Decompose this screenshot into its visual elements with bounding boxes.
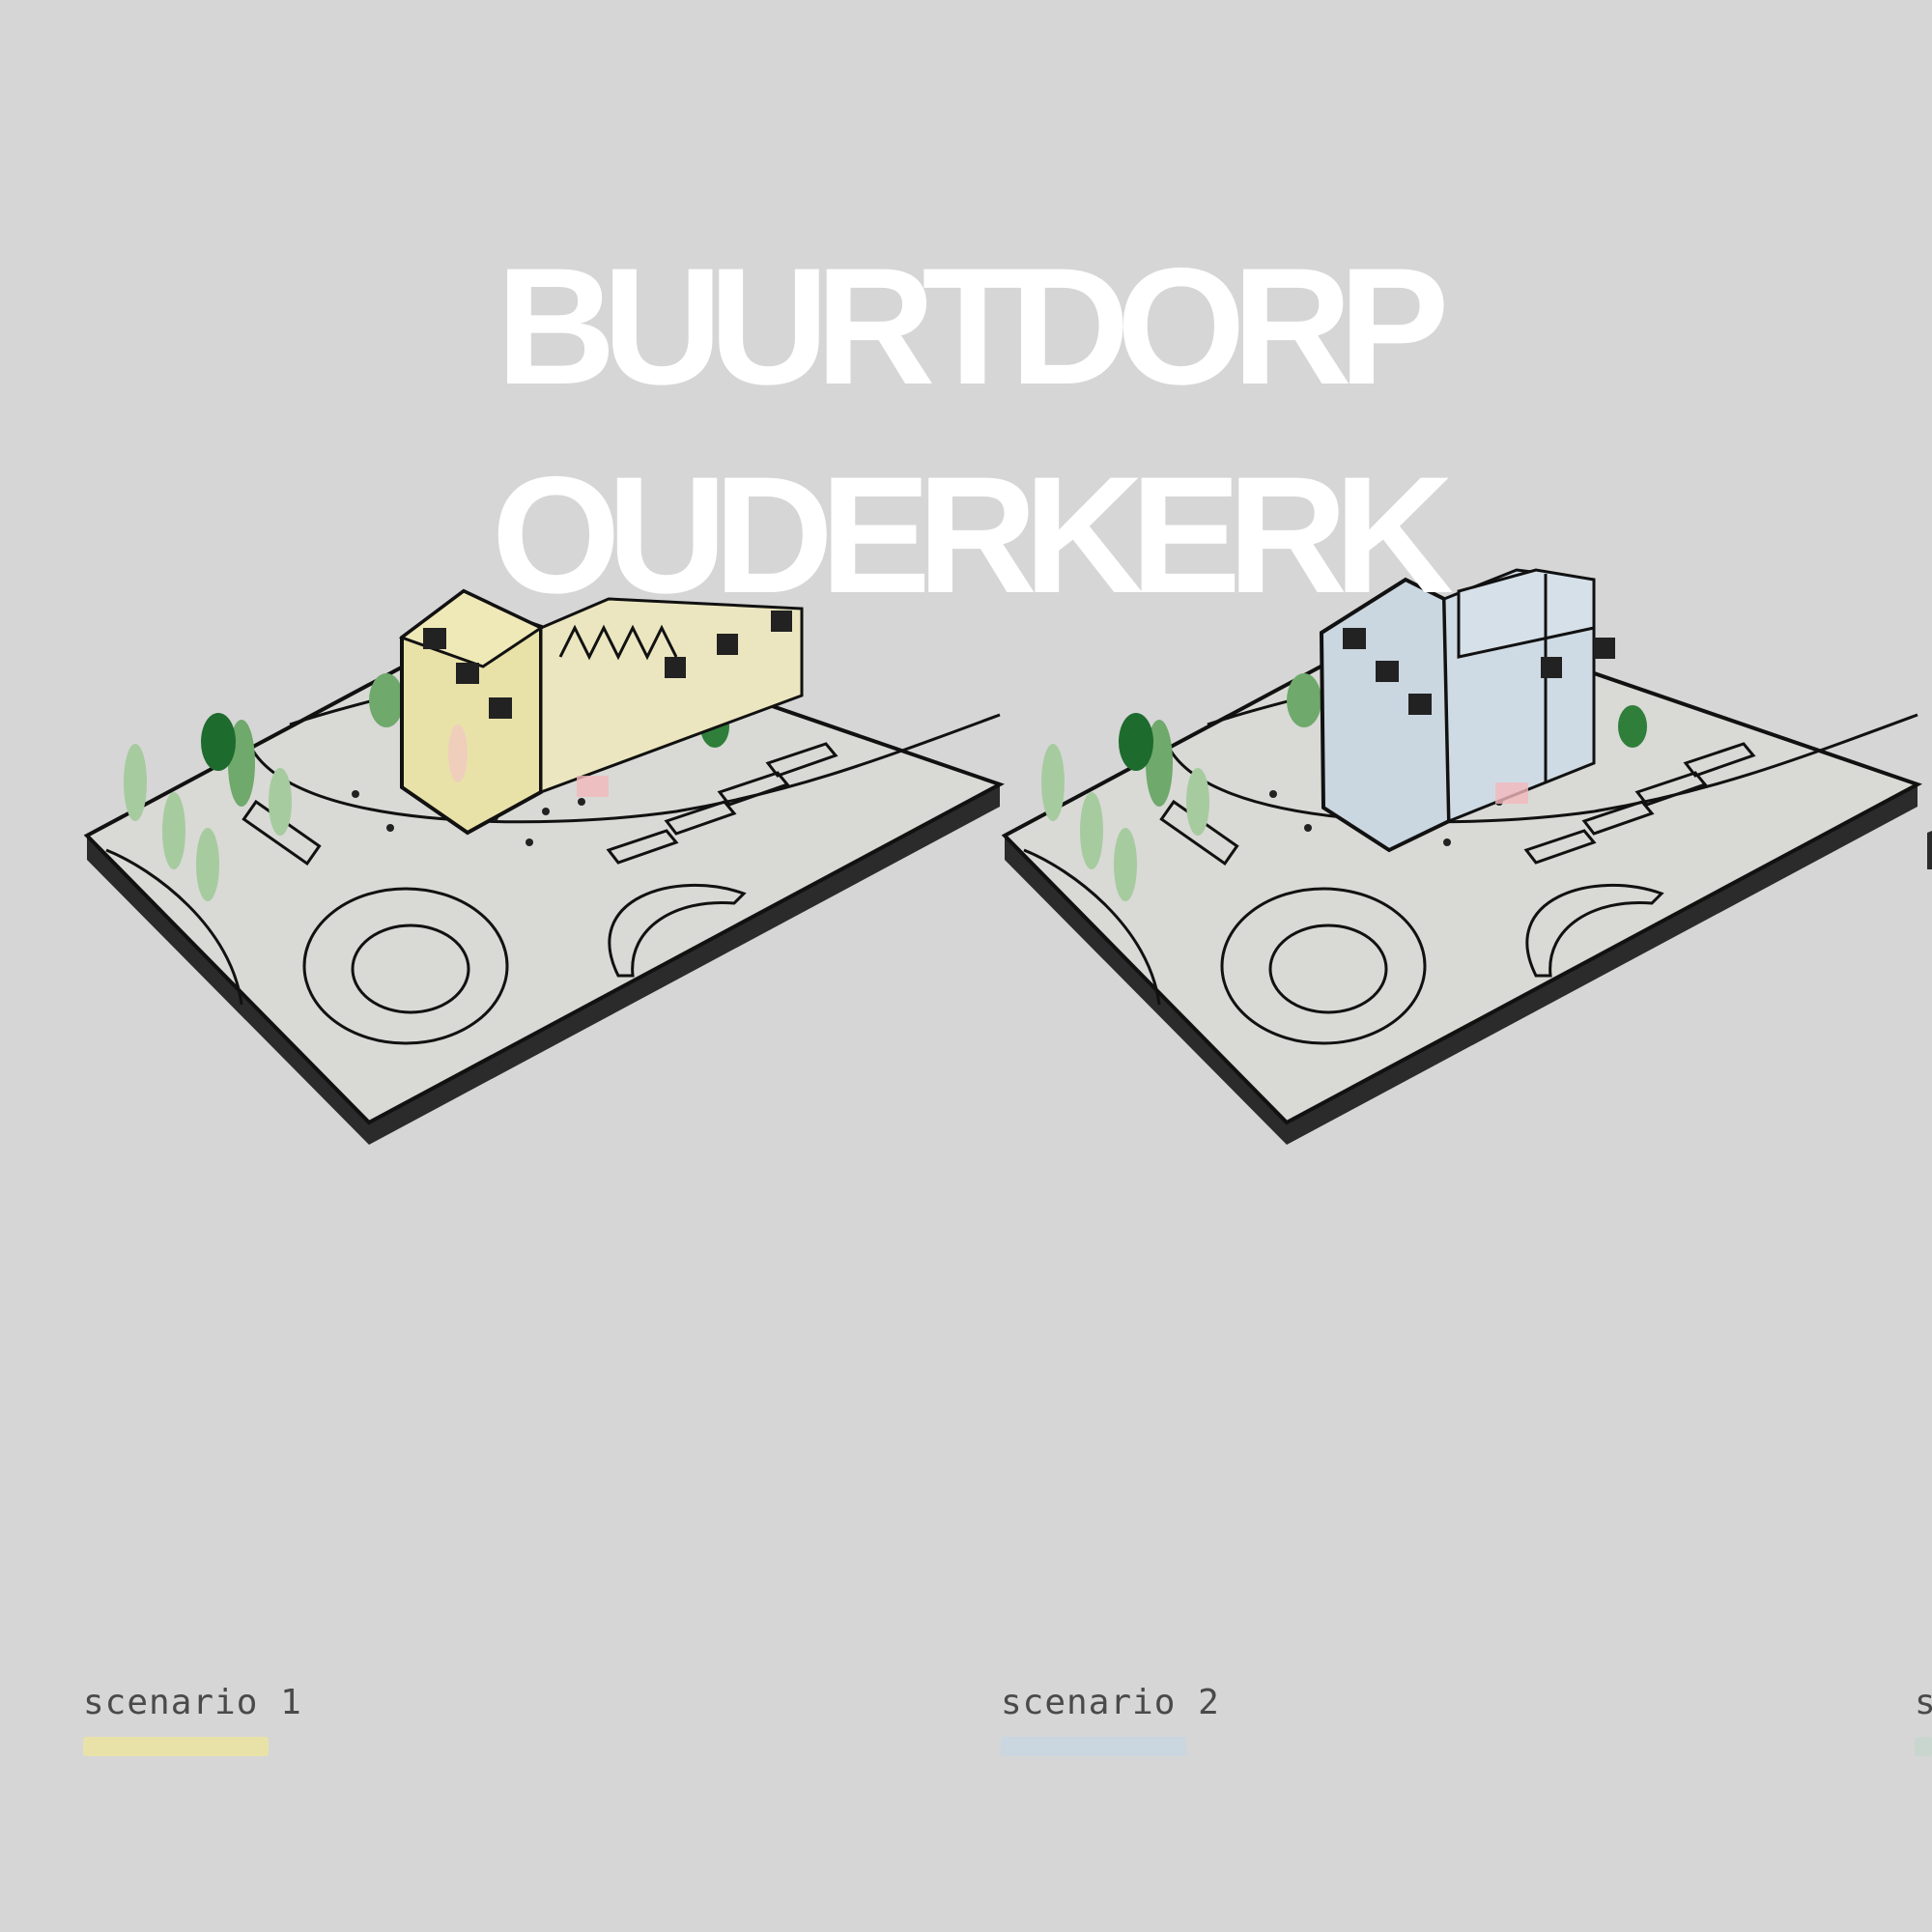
scenario-2-swatch	[1001, 1737, 1186, 1756]
scenario-2-label: scenario 2	[1001, 1683, 1220, 1722]
scenario-3-model-partial	[1927, 831, 1932, 869]
scenario-2-building	[1319, 568, 1615, 853]
scenario-3-label-partial: s	[1915, 1683, 1932, 1722]
scenario-1-building	[398, 588, 804, 836]
scenario-1-label: scenario 1	[83, 1683, 302, 1722]
title-line-2: OUDERKERK	[491, 442, 1455, 628]
scenario-2-model	[1003, 568, 1919, 1147]
scenario-1-swatch	[83, 1737, 269, 1756]
title-line-1: BUURTDORP	[496, 234, 1450, 419]
scenario-1-model	[85, 588, 1002, 1147]
scenario-3-swatch-partial	[1915, 1737, 1932, 1756]
